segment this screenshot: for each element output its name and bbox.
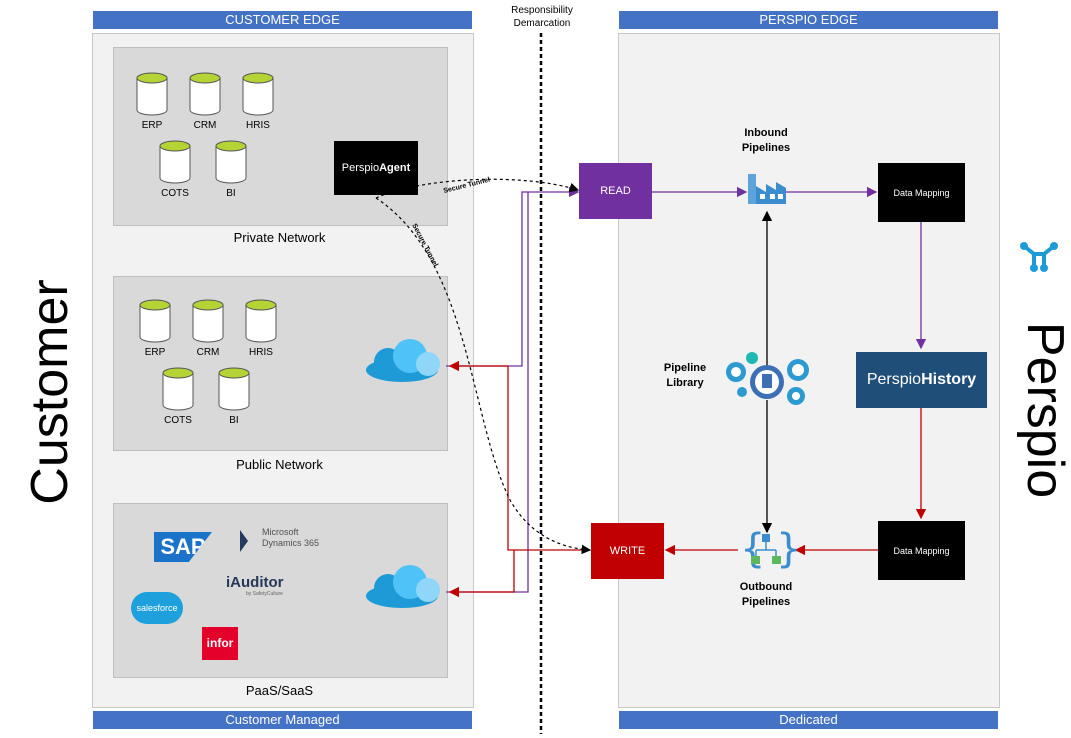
database-icon: [218, 367, 250, 411]
dynamics-icon: [240, 530, 248, 552]
factory-icon: [748, 174, 786, 204]
outbound-line2: Pipelines: [741, 596, 791, 608]
inbound-line1: Inbound: [744, 127, 788, 139]
secure-tunnel-write: [375, 197, 592, 555]
inbound-label: Inbound Pipelines: [726, 126, 806, 156]
demarcation-line1: Responsibility: [511, 5, 573, 16]
database-label: COTS: [164, 415, 192, 426]
dedicated-footer: Dedicated: [619, 711, 998, 729]
database-icon: [159, 140, 191, 184]
customer-edge-header: CUSTOMER EDGE: [93, 11, 472, 29]
saas-to-read-arrow: [446, 192, 529, 593]
dynamics-line2: Dynamics 365: [262, 538, 320, 548]
database-label: BI: [229, 415, 239, 426]
cloud-icon: [366, 565, 440, 608]
write-to-saas-arrow: [448, 550, 515, 598]
cloud-icon: [366, 339, 440, 382]
database-label: COTS: [161, 188, 189, 199]
demarcation-label: Responsibility Demarcation: [490, 4, 594, 30]
demarcation-line2: Demarcation: [513, 18, 571, 29]
database-icon: [189, 72, 221, 116]
public-databases: [139, 299, 277, 411]
database-icon: [192, 299, 224, 343]
perspio-logo-icon: [1020, 242, 1058, 272]
outbound-pipeline-icon: { }: [740, 526, 801, 572]
outbound-label: Outbound Pipelines: [726, 580, 806, 610]
database-icon: [242, 72, 274, 116]
salesforce-logo: salesforce: [131, 592, 183, 624]
database-label: ERP: [144, 347, 166, 358]
database-icon: [139, 299, 171, 343]
data-mapping-bottom: Data Mapping: [878, 521, 965, 580]
public-network-label: Public Network: [236, 457, 323, 472]
svg-text:{: {: [740, 526, 765, 572]
database-label: ERP: [141, 120, 163, 131]
iauditor-text: iAuditor: [226, 574, 284, 591]
data-mapping-top: Data Mapping: [878, 163, 965, 222]
database-icon: [162, 367, 194, 411]
database-icon: [215, 140, 247, 184]
database-label: HRIS: [249, 347, 273, 358]
database-label: CRM: [196, 347, 220, 358]
library-line2: Library: [666, 377, 704, 389]
secure-tunnel-label-2: Secure Tunnel: [410, 223, 439, 268]
infor-logo: infor: [202, 627, 238, 660]
dynamics-line1: Microsoft: [262, 527, 299, 537]
history-bold: History: [921, 371, 977, 388]
database-label: HRIS: [246, 120, 270, 131]
agent-bold: Agent: [379, 162, 411, 174]
gears-icon: [726, 352, 809, 405]
history-prefix: Perspio: [866, 371, 922, 388]
dynamics-logo: Microsoft Dynamics 365: [240, 527, 330, 552]
inbound-line2: Pipelines: [741, 142, 791, 154]
private-network-label: Private Network: [233, 230, 326, 245]
private-network-zone: [113, 47, 448, 226]
read-box: READ: [579, 163, 652, 219]
library-line1: Pipeline: [663, 362, 707, 374]
database-label: BI: [226, 188, 236, 199]
iauditor-logo: iAuditor by SafetyCulture: [226, 574, 316, 597]
iauditor-sub: by SafetyCulture: [246, 591, 283, 597]
private-databases: [136, 72, 274, 184]
write-box: WRITE: [591, 523, 664, 579]
database-icon: [136, 72, 168, 116]
database-icon: [245, 299, 277, 343]
secure-tunnel-label-1: Secure Tunnel: [443, 177, 491, 195]
svg-text:}: }: [776, 526, 801, 572]
library-label: Pipeline Library: [652, 361, 718, 391]
customer-managed-footer: Customer Managed: [93, 711, 472, 729]
public-to-read-arrow: [446, 186, 580, 367]
saas-label: PaaS/SaaS: [245, 683, 314, 698]
agent-prefix: Perspio: [341, 162, 380, 174]
perspio-edge-header: PERSPIO EDGE: [619, 11, 998, 29]
write-to-public-arrow: [448, 360, 590, 551]
outbound-line1: Outbound: [739, 581, 793, 593]
database-label: CRM: [193, 120, 217, 131]
